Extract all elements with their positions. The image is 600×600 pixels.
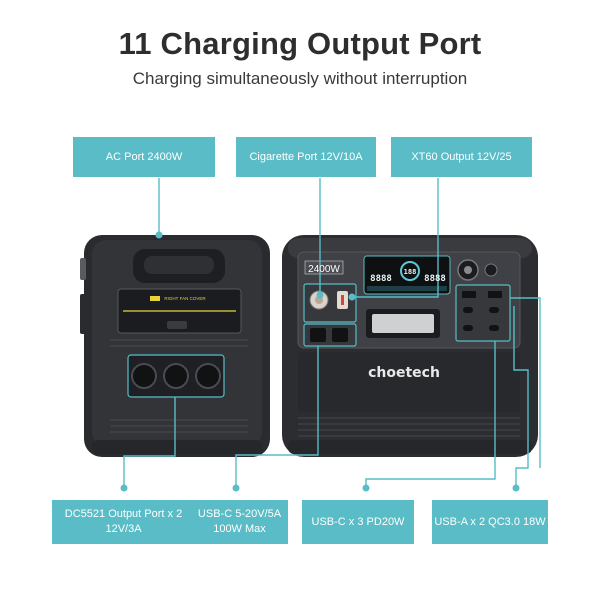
dot-cigarette — [316, 291, 324, 299]
usbc-x3-text: USB-C x 3 PD20W — [311, 515, 405, 528]
usba-x2-label: USB-A x 2 QC3.0 18W — [432, 500, 548, 544]
page-title: 11 Charging Output Port — [118, 26, 482, 61]
usbc-100w-line2: 100W Max — [213, 523, 266, 535]
brand-logo: choetech — [368, 365, 440, 381]
fan-cover-text: RIGHT FAN COVER — [164, 296, 206, 301]
dot-xt60 — [348, 293, 356, 301]
dc5521-output-line1: DC5521 Output Port x 2 — [64, 508, 183, 520]
power-badge: 2400W — [308, 264, 340, 275]
usba-x2-text: USB-A x 2 QC3.0 18W — [434, 515, 546, 528]
cigarette-port-label-text: Cigarette Port 12V/10A — [249, 150, 363, 163]
xt60-output-label: XT60 Output 12V/25 — [391, 137, 532, 177]
usbc-x3-label: USB-C x 3 PD20W — [302, 500, 414, 544]
ac-port-label: AC Port 2400W — [73, 137, 215, 177]
back-device — [80, 235, 270, 457]
page-subtitle: Charging simultaneously without interrup… — [132, 69, 468, 88]
display-digits-right: 8888 — [424, 274, 446, 284]
dot-ac — [155, 231, 163, 239]
cigarette-port-label: Cigarette Port 12V/10A — [236, 137, 376, 177]
dot-usba — [512, 484, 520, 492]
dc5521-output-line2: 12V/3A — [105, 523, 142, 535]
dot-usbc-x3 — [362, 484, 370, 492]
ac-port-label-text: AC Port 2400W — [105, 150, 183, 163]
connector-lines — [123, 178, 541, 488]
dc5521-output-label: DC5521 Output Port x 2 12V/3A — [52, 500, 195, 544]
xt60-output-label-text: XT60 Output 12V/25 — [411, 150, 512, 163]
display-digits-left: 8888 — [370, 274, 392, 284]
lcd-display — [363, 255, 451, 295]
usbc-100w-label: USB-C 5-20V/5A 100W Max — [191, 500, 288, 544]
front-device — [282, 235, 538, 457]
usbc-100w-line1: USB-C 5-20V/5A — [197, 508, 282, 520]
display-digits-center: 188 — [404, 268, 417, 276]
dot-usbc-100w — [232, 484, 240, 492]
dot-dc5521 — [120, 484, 128, 492]
